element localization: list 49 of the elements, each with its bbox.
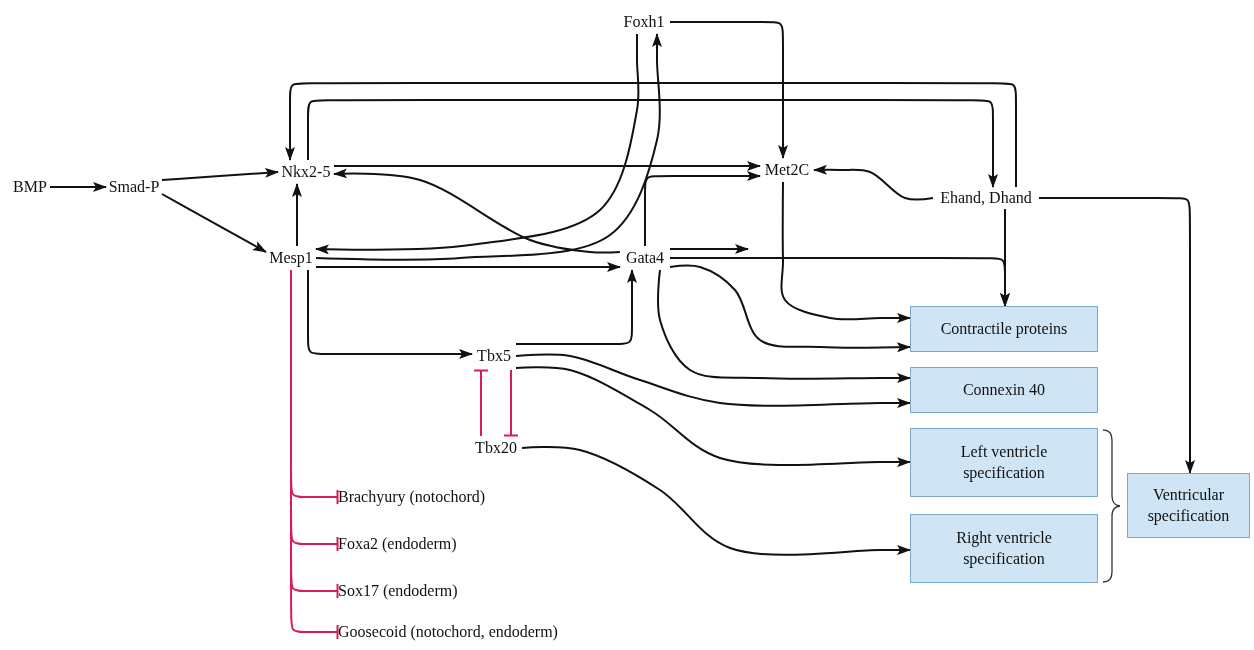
outcome-box bbox=[910, 428, 1098, 497]
gene-label: Foxa2 (endoderm) bbox=[338, 533, 478, 555]
arrow bbox=[515, 269, 637, 345]
box-label: Right ventricle specification bbox=[955, 527, 1053, 570]
arrow bbox=[307, 269, 473, 359]
gene-label: Foxh1 bbox=[618, 10, 670, 34]
inhibition-line bbox=[474, 369, 488, 437]
arrow bbox=[1000, 208, 1010, 307]
arrow bbox=[521, 446, 911, 556]
gene-label: Met2C bbox=[760, 158, 814, 182]
gene-label: Sox17 (endoderm) bbox=[338, 580, 478, 602]
arrow bbox=[669, 21, 788, 159]
box-label: Connexin 40 bbox=[962, 379, 1046, 400]
arrow bbox=[669, 264, 911, 353]
arrow bbox=[315, 262, 621, 272]
arrow bbox=[161, 167, 279, 181]
gene-label: Ehand, Dhand bbox=[933, 187, 1039, 209]
box-label: Left ventricle specification bbox=[959, 441, 1049, 484]
arrow bbox=[285, 82, 1017, 188]
gene-label: Nkx2-5 bbox=[278, 160, 334, 184]
arrow bbox=[333, 161, 761, 171]
arrow bbox=[515, 353, 911, 408]
box-label: Contractile proteins bbox=[940, 318, 1068, 340]
arrow bbox=[292, 183, 302, 247]
arrow bbox=[333, 168, 621, 254]
box-label: Ventricular specification bbox=[1146, 484, 1231, 527]
arrow bbox=[1038, 197, 1195, 474]
arrow bbox=[161, 193, 267, 253]
arrow bbox=[49, 182, 107, 192]
arrow bbox=[780, 181, 911, 323]
arrow bbox=[657, 269, 911, 383]
outcome-box bbox=[910, 514, 1098, 583]
gene-label: BMP bbox=[10, 176, 50, 198]
gene-label: Brachyury (notochord) bbox=[338, 486, 518, 508]
gene-label: Mesp1 bbox=[266, 246, 316, 270]
outcome-box bbox=[1127, 473, 1250, 538]
gene-label: Tbx20 bbox=[470, 436, 522, 460]
gene-label: Gata4 bbox=[620, 246, 670, 270]
gene-label: Smad-P bbox=[106, 176, 162, 198]
arrow bbox=[515, 366, 911, 468]
arrow bbox=[813, 164, 934, 201]
inhibition-line bbox=[504, 369, 518, 437]
gene-label: Tbx5 bbox=[472, 342, 516, 370]
arrow bbox=[644, 171, 761, 247]
gene-label: Goosecoid (notochord, endoderm) bbox=[338, 621, 578, 643]
arrow bbox=[669, 244, 749, 254]
outcome-box bbox=[910, 367, 1098, 413]
outcome-box bbox=[910, 306, 1098, 352]
arrow bbox=[307, 99, 998, 188]
